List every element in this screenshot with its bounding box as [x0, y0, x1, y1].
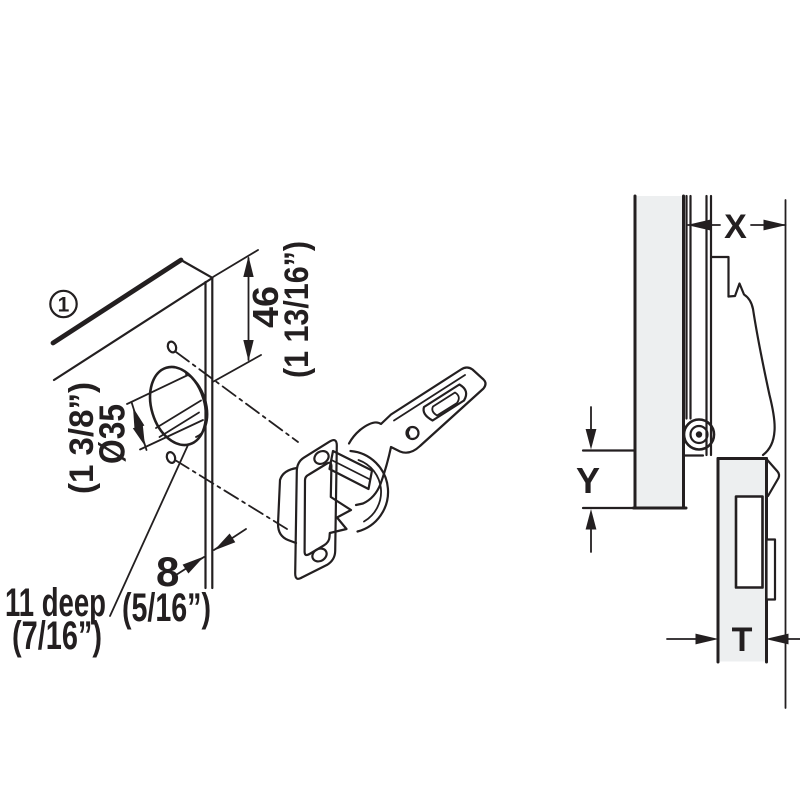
hinge-flange-plate [294, 439, 338, 580]
hole-diameter-label: Ø35 [92, 404, 133, 464]
cup-hole [148, 340, 209, 464]
leader-line [109, 444, 189, 617]
dimension-t: T [666, 621, 800, 659]
arm-overlap-flap [765, 457, 781, 498]
dimension-46: 46 (1 13/16”) [212, 241, 316, 383]
hinge-pivot [682, 418, 716, 457]
dim-8-inch-label: (5/16”) [122, 586, 211, 630]
depth-label: 11 deep [5, 581, 106, 625]
dimension-d35: Ø35 (1 3/8”) [63, 373, 204, 494]
depth-inch-label: (7/16”) [12, 614, 102, 658]
hole-diameter-inch-label: (1 3/8”) [63, 382, 101, 494]
depth-callout: 11 deep (7/16”) [5, 444, 189, 658]
projection-centerlines [174, 351, 299, 530]
dim-8-label: 8 [156, 548, 179, 595]
dimension-8: 8 (5/16”) [122, 528, 247, 630]
screw-pilot-hole-top [166, 340, 178, 354]
hinge-cup [276, 466, 299, 545]
screw-pilot-hole-bottom [165, 451, 177, 464]
arm-screw [405, 425, 420, 441]
flange-screw-hole-top [313, 449, 330, 466]
hinge-illustration [276, 366, 487, 580]
door-panel [50, 257, 214, 590]
hinge-arm [347, 366, 487, 507]
cup-section [734, 495, 764, 589]
hinge-link [328, 449, 374, 491]
hinge-arm-section [709, 255, 776, 457]
dim-x-label: X [724, 208, 747, 246]
dim-46-inch-label: (1 13/16”) [278, 241, 316, 378]
cabinet-panel-section [632, 194, 688, 510]
door-section [716, 457, 781, 664]
dimension-x: X [687, 199, 787, 709]
dim-t-label: T [732, 621, 753, 659]
dimension-y: Y [576, 406, 635, 553]
item-marker: 1 [49, 289, 78, 319]
dim-y-label: Y [576, 460, 600, 501]
arm-slot [422, 383, 468, 422]
item-marker-label: 1 [58, 294, 70, 317]
cup-flange-section [765, 538, 777, 601]
front-view: 1 46 [5, 241, 487, 658]
side-view: X Y T [576, 194, 800, 709]
dim-46-label: 46 [245, 286, 286, 328]
panel-top-edge [50, 257, 184, 346]
